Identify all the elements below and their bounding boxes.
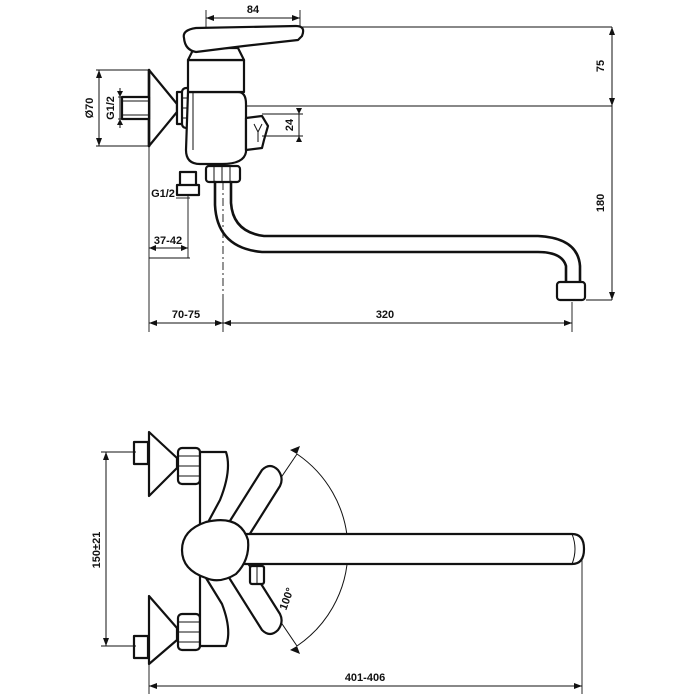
side-view-extension-lines (96, 10, 612, 332)
dim-thread-inlet: G1/2 (105, 96, 117, 120)
mixer-round-front (180, 519, 250, 582)
dim-total-width: 401-406 (345, 672, 385, 684)
side-view: 84 75 Ø70 G1/2 24 G1/2 180 37-42 70-75 3… (84, 4, 615, 332)
dim-wall-offset: 70-75 (172, 309, 200, 321)
spout-front (234, 532, 586, 566)
front-view-dimension-lines (103, 452, 582, 689)
spout-swing-positions (226, 464, 283, 636)
spout-connection (204, 164, 242, 184)
dim-spout-reach: 320 (376, 309, 394, 321)
inlet-thread-stub (120, 95, 151, 121)
dim-thread-length: 37-42 (154, 235, 182, 247)
lower-wall-connection (132, 594, 202, 666)
dim-diverter: 24 (284, 118, 296, 131)
mixer-body-side (182, 24, 305, 166)
dim-lever-depth: 84 (247, 4, 260, 16)
side-view-dimension-labels: 84 75 Ø70 G1/2 24 G1/2 180 37-42 70-75 3… (84, 4, 607, 321)
dim-lever-height: 75 (595, 60, 607, 72)
dim-center-distance: 150±21 (91, 532, 103, 569)
dim-swivel-angle: 100° (278, 586, 297, 611)
spout-side (213, 180, 587, 302)
dim-flange-diameter: Ø70 (84, 98, 96, 119)
wall-flange-side (147, 68, 179, 148)
side-view-dimension-lines (96, 15, 615, 326)
dim-thread-outlet: G1/2 (151, 188, 175, 200)
upper-wall-connection (132, 430, 202, 498)
diverter-front (248, 564, 266, 586)
front-view-extension-lines (101, 451, 583, 694)
dim-spout-height: 180 (595, 194, 607, 212)
shower-outlet-stub (175, 170, 201, 197)
diverter-knob (244, 114, 270, 152)
front-view: 150±21 100° 401-406 (91, 430, 586, 694)
